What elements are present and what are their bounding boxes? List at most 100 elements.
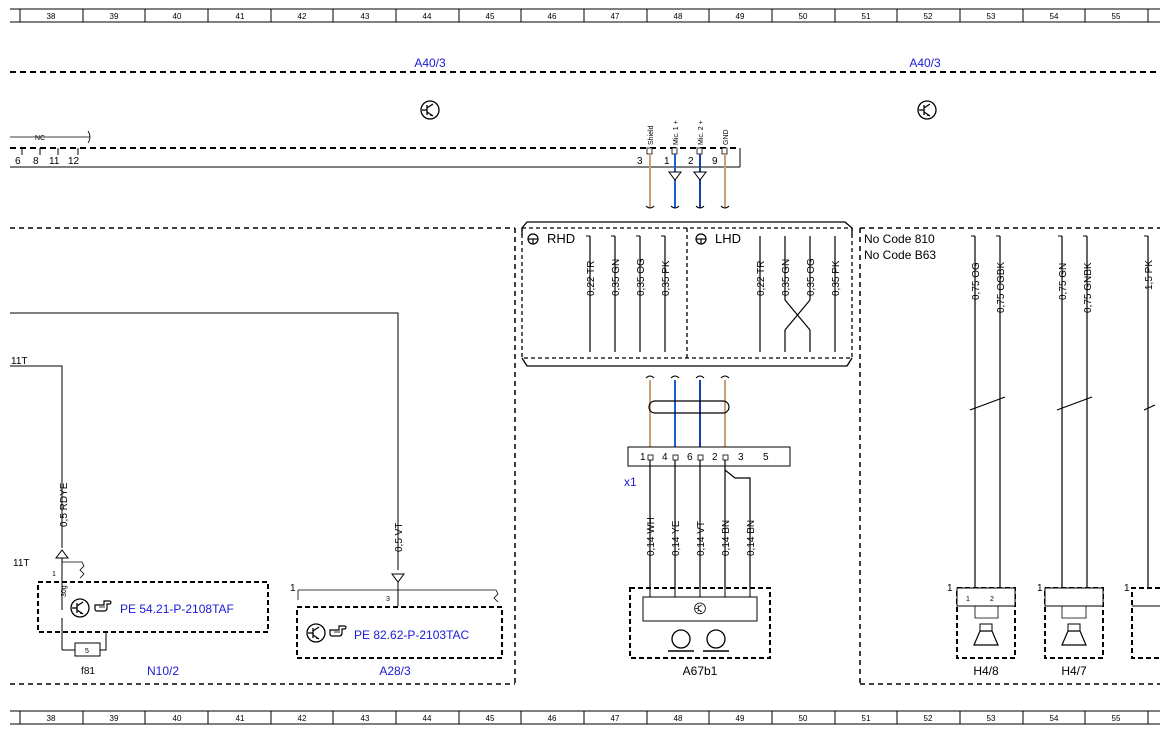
ruler-col: 38 [47,714,56,723]
speaker-icon [973,606,999,646]
pin-label: 2 [990,596,994,603]
bottom-ruler: 38 39 40 41 42 43 44 45 46 47 48 49 50 5… [10,710,1160,725]
pin-label: 4 [662,452,668,463]
ruler-col: 41 [236,12,245,21]
rhd-title: RHD [547,231,575,246]
a28-3-reference[interactable]: PE 82.62-P-2103TAC [354,628,470,642]
wire-label: 1,5 PK [1144,260,1155,290]
ruler-col: 44 [423,12,432,21]
wire-label: 0,14 VT [696,521,707,556]
wire-label: 0,22 TR [756,261,767,296]
ruler-col: 50 [799,12,808,21]
wire-label: 0,14 BN [746,520,757,556]
ruler-col: 42 [298,714,307,723]
ruler-col: 47 [611,12,620,21]
ruler-col: 53 [987,12,996,21]
module-label-a40-3[interactable]: A40/3 [414,56,446,70]
nc-label: NC [35,135,45,142]
variant-box: RHD LHD 0,22 TR 0,35 GN 0,35 OG 0,35 PK … [521,221,853,367]
pin-label: 1 [966,596,970,603]
lhd-title: LHD [715,231,741,246]
h4-7-label: H4/7 [1061,664,1087,678]
wire-label: 0,14 BN [721,520,732,556]
ruler-col: 51 [862,714,871,723]
ruler-col: 49 [736,714,745,723]
ruler-col: 49 [736,12,745,21]
n10-2-module: 11T 0,5 RDYE 11T 1 30g PE 54.21-P-2108TA… [10,312,399,677]
a67b1-label: A67b1 [683,664,718,678]
speaker-section: No Code 810 No Code B63 0,75 OG 0,75 OGB… [864,232,1160,659]
pin-label: 12 [68,156,80,167]
a28-3-label[interactable]: A28/3 [379,664,411,678]
ruler-col: 55 [1112,12,1121,21]
pin-label: 3 [637,156,643,167]
ruler-col: 39 [110,12,119,21]
reference-hand-icon [329,625,347,637]
wire-label: 0,14 WH [646,517,657,556]
pin-name-mic2: Mic. 2 + [698,120,705,145]
electronic-module-icon [917,100,937,120]
pin-label: 2 [688,156,694,167]
ruler-col: 46 [548,12,557,21]
ruler-col: 50 [799,714,808,723]
wire-label: 0,75 OGBK [996,262,1007,313]
n10-2-label[interactable]: N10/2 [147,664,179,678]
ruler-col: 45 [486,714,495,723]
steering-wheel-icon [695,233,707,245]
pin-name-shield: Shield [648,125,655,145]
microphone-icon [671,629,691,649]
wire-label: 0,35 PK [661,260,672,296]
x1-label[interactable]: x1 [624,475,637,489]
wire-label: 0,22 TR [586,261,597,296]
pin-label: 1 [52,571,56,578]
ruler-col: 54 [1050,714,1059,723]
h4-8-label: H4/8 [973,664,999,678]
ruler-col: 40 [173,12,182,21]
wire-label: 0,75 GN [1058,263,1069,300]
pin-11t-label: 11T [13,558,30,569]
pin-name-mic1: Mic. 1 + [673,120,680,145]
wire-label: 0,5 VT [394,523,405,552]
ruler-col: 52 [924,12,933,21]
ruler-col: 44 [423,714,432,723]
ruler-col: 40 [173,714,182,723]
pin-label: 6 [15,156,21,167]
pin-label: 8 [33,156,39,167]
pin-30g-label: 30g [61,585,68,597]
wire-label: 0,35 GN [781,259,792,296]
wire-label: 0,35 PK [831,260,842,296]
mic-connector: Shield Mic. 1 + Mic. 2 + GND 3 1 2 9 [637,120,730,209]
top-ruler: 38 39 40 41 42 43 44 45 46 47 48 49 50 5… [10,8,1160,23]
left-connector: NC 6 8 11 12 [10,130,741,168]
wire-11t-label: 11T [11,356,28,367]
ruler-col: 42 [298,12,307,21]
wire-label: 0,5 RDYE [59,482,70,527]
pin-label: 9 [712,156,718,167]
electronic-module-icon [306,623,326,643]
pin-label: 3 [386,596,390,603]
no-code-810: No Code 810 [864,232,935,246]
ruler-col: 38 [47,12,56,21]
ruler-col: 46 [548,714,557,723]
ruler-col: 48 [674,714,683,723]
speaker-icon [1061,606,1087,646]
x1-connector: 1 4 6 2 3 5 x1 0,14 WH 0,14 YE 0,14 VT 0… [624,375,791,588]
ruler-col: 43 [361,714,370,723]
pin-label: 1 [664,156,670,167]
pin-label: 1 [947,583,953,594]
pin-label: 5 [763,452,769,463]
wire-label: 0,75 OG [971,262,982,300]
pin-label: 2 [712,452,718,463]
module-label-a40-3[interactable]: A40/3 [909,56,941,70]
ruler-col: 47 [611,714,620,723]
fuse-label: f81 [81,666,95,677]
n10-2-reference[interactable]: PE 54.21-P-2108TAF [120,602,234,616]
ruler-col: 55 [1112,714,1121,723]
ruler-col: 52 [924,714,933,723]
ruler-col: 39 [110,714,119,723]
electronic-module-icon [70,598,90,618]
pin-label: 11 [49,156,60,167]
pin-name-gnd: GND [723,129,730,145]
pin-label: 1 [1124,583,1130,594]
pin-label: 1 [1037,583,1043,594]
